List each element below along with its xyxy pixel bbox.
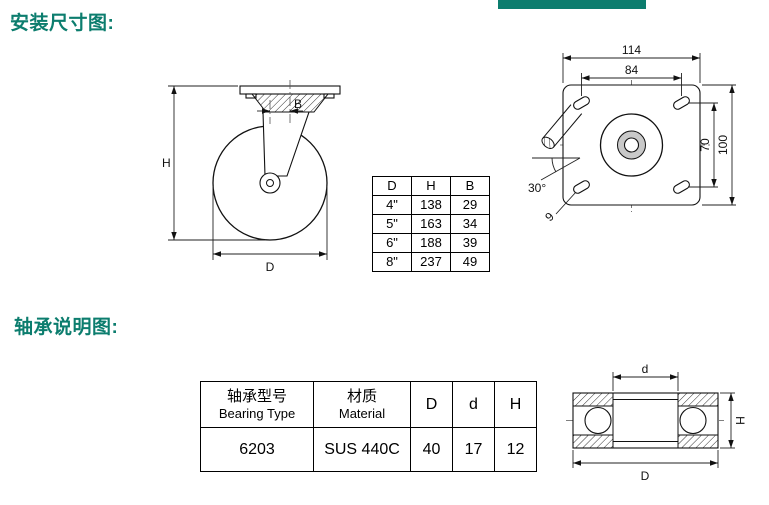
bearing-cell-material: SUS 440C bbox=[313, 427, 411, 472]
dim-label-H: H bbox=[162, 156, 171, 170]
bearing-table: 轴承型号 Bearing Type 材质 Material D d H 6203… bbox=[200, 381, 537, 472]
dim-label-100: 100 bbox=[716, 135, 730, 155]
bearing-cell-type: 6203 bbox=[200, 427, 314, 472]
size-cell: 49 bbox=[450, 252, 490, 272]
bearing-header-type: 轴承型号 Bearing Type bbox=[200, 381, 314, 428]
bearing-dimension-D: D bbox=[572, 450, 719, 483]
dim-label-D: D bbox=[266, 260, 275, 274]
size-header-B: B bbox=[450, 176, 490, 196]
bearing-dimension-d: d bbox=[612, 362, 679, 391]
plate-dimension-70: 70 bbox=[688, 102, 718, 188]
dim-label-d: d bbox=[642, 362, 649, 376]
size-table-row: 8" 237 49 bbox=[372, 252, 490, 272]
size-header-H: H bbox=[411, 176, 451, 196]
size-table-header-row: D H B bbox=[372, 176, 490, 196]
bearing-cross-section-drawing: d D H bbox=[566, 362, 746, 483]
bearing-table-header-row: 轴承型号 Bearing Type 材质 Material D d H bbox=[200, 381, 537, 428]
bearing-header-material: 材质 Material bbox=[313, 381, 411, 428]
size-cell: 6" bbox=[372, 233, 412, 253]
bearing-cell-D: 40 bbox=[410, 427, 453, 472]
plate-body bbox=[560, 80, 710, 212]
caster-body bbox=[212, 80, 341, 241]
bearing-dimension-H: H bbox=[720, 392, 746, 449]
bearing-header-D: D bbox=[410, 381, 453, 428]
size-cell: 8" bbox=[372, 252, 412, 272]
caster-dimension-B: B bbox=[257, 97, 303, 114]
bearing-table-data-row: 6203 SUS 440C 40 17 12 bbox=[200, 427, 537, 472]
dim-label-70: 70 bbox=[698, 138, 712, 152]
size-table-row: 4" 138 29 bbox=[372, 195, 490, 215]
dim-label-angle: 30° bbox=[528, 181, 546, 195]
bearing-header-type-zh: 轴承型号 bbox=[226, 388, 287, 405]
bearing-cell-H: 12 bbox=[494, 427, 537, 472]
plate-angle-annotation: 30° bbox=[528, 157, 581, 195]
bearing-header-d: d bbox=[452, 381, 495, 428]
size-cell: 39 bbox=[450, 233, 490, 253]
bolt-slots bbox=[573, 96, 690, 194]
dim-label-B: B bbox=[294, 97, 302, 111]
size-cell: 5" bbox=[372, 214, 412, 234]
bearing-header-material-en: Material bbox=[338, 406, 386, 421]
bearing-body bbox=[566, 392, 724, 449]
size-table-row: 6" 188 39 bbox=[372, 233, 490, 253]
caster-dimension-D: D bbox=[212, 186, 328, 274]
plate-dimension-100: 100 bbox=[702, 84, 736, 206]
dim-label-D2: D bbox=[641, 469, 650, 483]
size-cell: 188 bbox=[411, 233, 451, 253]
section-title-bearing: 轴承说明图: bbox=[14, 317, 119, 338]
bearing-header-H: H bbox=[494, 381, 537, 428]
size-cell: 138 bbox=[411, 195, 451, 215]
size-cell: 237 bbox=[411, 252, 451, 272]
size-cell: 34 bbox=[450, 214, 490, 234]
section-title-install: 安装尺寸图: bbox=[10, 13, 115, 34]
top-decorative-bar bbox=[498, 0, 646, 9]
size-header-D: D bbox=[372, 176, 412, 196]
mounting-plate-top-view-drawing: 30° 9 114 84 70 100 bbox=[528, 43, 736, 224]
dim-label-hole: 9 bbox=[542, 209, 557, 224]
caster-dimension-H: H bbox=[162, 85, 266, 241]
dim-label-84: 84 bbox=[625, 63, 639, 77]
bearing-header-type-en: Bearing Type bbox=[218, 406, 296, 421]
bolt-projection bbox=[541, 104, 583, 150]
bearing-header-material-zh: 材质 bbox=[346, 388, 377, 405]
bearing-cell-d: 17 bbox=[452, 427, 495, 472]
plate-dimension-84: 84 bbox=[581, 63, 682, 96]
plate-dimension-114: 114 bbox=[562, 43, 701, 83]
size-table: D H B 4" 138 29 5" 163 34 6" 188 39 8" 2… bbox=[372, 176, 490, 272]
size-table-row: 5" 163 34 bbox=[372, 214, 490, 234]
caster-side-view-drawing: B H D bbox=[162, 80, 341, 274]
size-cell: 29 bbox=[450, 195, 490, 215]
size-cell: 163 bbox=[411, 214, 451, 234]
dim-label-114: 114 bbox=[622, 43, 641, 57]
dim-label-H2: H bbox=[733, 416, 746, 425]
size-cell: 4" bbox=[372, 195, 412, 215]
